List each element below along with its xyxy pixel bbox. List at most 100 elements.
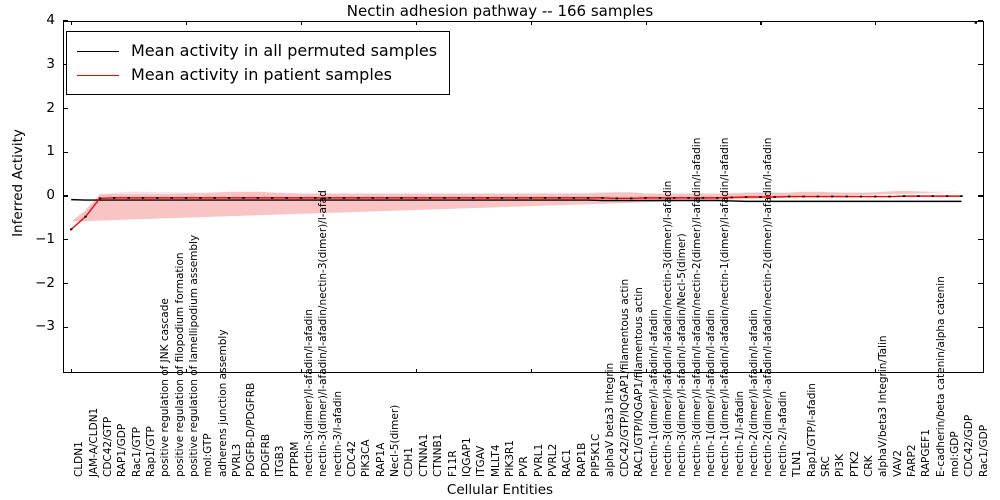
x-tick-label: nectin-2(dimer)/l-afadin/l-afadin/nectin… [762, 137, 775, 477]
data-point-marker [371, 196, 374, 199]
chart-title: Nectin adhesion pathway -- 166 samples [346, 2, 654, 20]
x-tick-label: E-cadherin/beta catenin/alpha catenin [934, 276, 947, 477]
x-tick-label: IQGAP1 [460, 437, 473, 477]
legend-item-patient: Mean activity in patient samples [77, 63, 437, 87]
x-tick-label: TLN1 [791, 450, 804, 477]
y-tick-label: 2 [46, 99, 55, 116]
data-point-marker [687, 196, 690, 199]
data-point-marker [960, 195, 963, 198]
x-tick-mark [875, 369, 877, 372]
y-tick-mark [63, 195, 68, 197]
x-tick-label: PDGFRB [259, 433, 272, 477]
x-tick-mark [875, 22, 877, 25]
x-tick-label: FARP2 [906, 444, 919, 477]
data-point-marker [170, 196, 173, 199]
x-tick-label: CTNNB1 [432, 433, 445, 477]
y-tick-mark-right [978, 20, 983, 22]
x-tick-label: PIK3R1 [503, 440, 516, 477]
data-point-marker [630, 197, 633, 200]
x-tick-label: PTPRM [288, 441, 301, 477]
x-tick-label: CDC42/GDP [963, 414, 976, 477]
data-point-marker [558, 196, 561, 199]
y-tick-mark [63, 282, 68, 285]
x-tick-label: CDC42/GTP [101, 416, 114, 477]
x-tick-label: Rap1/GTP [144, 426, 157, 477]
x-tick-mark [415, 369, 417, 372]
x-tick-label: Necl-5(dimer) [389, 404, 402, 477]
data-point-marker [414, 196, 417, 199]
x-tick-mark [645, 369, 647, 372]
x-tick-label: CRK [862, 455, 875, 477]
x-tick-label: nectin-3/l-afadin [331, 390, 344, 477]
legend-line-red-icon [77, 74, 119, 76]
y-tick-label: −3 [35, 318, 55, 335]
data-point-marker [184, 196, 188, 199]
data-point-marker [701, 196, 705, 199]
x-tick-label: PIP5K1C [590, 433, 603, 477]
x-tick-label: CDC42/GTP/IQGAP1/filamentous actin [618, 278, 631, 477]
x-tick-mark [530, 369, 532, 372]
x-tick-mark [71, 369, 73, 372]
plot-svg [69, 22, 978, 231]
y-tick-mark [63, 20, 68, 22]
x-tick-label: Rac1/GTP [130, 427, 143, 477]
x-tick-label: mol:GDP [949, 431, 962, 477]
x-tick-label: SRC [819, 456, 832, 477]
data-point-marker [213, 196, 216, 199]
x-tick-label: PVRL3 [231, 443, 244, 477]
data-point-marker [874, 195, 877, 198]
chart-legend: Mean activity in all permuted samples Me… [66, 31, 451, 95]
x-tick-label: nectin-1(dimer)/l-afadin/l-afadin/nectin… [719, 137, 732, 477]
x-tick-label: alphaV beta3 Integrin [604, 362, 617, 477]
x-tick-label: PI3K [834, 454, 847, 477]
data-point-marker [802, 195, 805, 198]
y-tick-mark-right [978, 195, 983, 197]
data-point-marker [529, 196, 532, 199]
x-tick-label: mol:GTP [202, 433, 215, 477]
x-tick-mark [415, 22, 417, 25]
data-point-marker [299, 196, 303, 199]
y-tick-mark [63, 239, 68, 241]
x-tick-mark [300, 22, 303, 25]
x-tick-label: VAV2 [891, 450, 904, 477]
data-point-marker [199, 196, 202, 199]
x-tick-label: nectin-2(dimer)/l-afadin/l-afadin [748, 309, 761, 477]
data-point-marker [759, 196, 762, 198]
y-tick-mark [63, 151, 68, 153]
legend-line-black-icon [77, 50, 119, 52]
data-point-marker [141, 196, 145, 199]
data-point-marker [773, 196, 776, 198]
x-tick-label: CDH1 [403, 447, 416, 477]
x-tick-label: positive regulation of lamellipodium ass… [188, 234, 201, 477]
data-point-marker [586, 196, 590, 199]
y-tick-mark-right [978, 107, 983, 110]
data-point-marker [974, 22, 978, 24]
data-point-marker [716, 196, 719, 199]
x-tick-label: nectin-2/l-afadin [776, 390, 789, 477]
data-point-marker [342, 196, 346, 199]
data-point-marker [428, 196, 432, 199]
data-point-marker [658, 196, 662, 199]
x-tick-label: nectin-3(dimer)/l-afadin/l-afadin/Necl-5… [676, 233, 689, 477]
x-tick-mark [186, 22, 188, 25]
y-tick-mark-right [978, 239, 983, 241]
data-point-marker [242, 196, 245, 199]
x-tick-label: nectin-3(dimer)/l-afadin/l-afadin/nectin… [690, 137, 703, 477]
x-tick-label: Rac1/GDP [977, 424, 990, 477]
data-point-marker [256, 196, 260, 199]
data-point-marker [98, 197, 102, 200]
data-point-marker [931, 195, 934, 198]
data-point-marker [400, 196, 403, 199]
y-tick-label: −1 [35, 230, 55, 247]
legend-item-permuted: Mean activity in all permuted samples [77, 39, 437, 63]
y-tick-mark [63, 64, 68, 66]
x-tick-label: nectin-1/l-afadin [733, 390, 746, 477]
data-point-marker [357, 196, 360, 199]
y-tick-mark [63, 326, 68, 328]
x-tick-label: nectin-1(dimer)/l-afadin/l-afadin [704, 309, 717, 477]
data-point-marker [285, 196, 288, 199]
x-axis-title: Cellular Entities [446, 482, 554, 498]
data-point-marker [113, 196, 116, 199]
data-point-marker [457, 196, 461, 199]
